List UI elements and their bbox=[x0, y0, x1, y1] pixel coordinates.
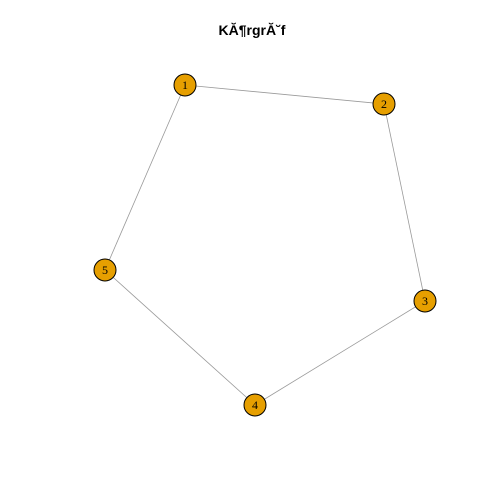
node-4: 4 bbox=[243, 393, 267, 417]
node-circle-1 bbox=[173, 73, 197, 97]
edge-4-5 bbox=[104, 269, 256, 406]
edge-3-4 bbox=[254, 300, 426, 406]
node-label-3: 3 bbox=[422, 294, 428, 308]
node-label-2: 2 bbox=[381, 97, 387, 111]
edge-5-1 bbox=[104, 84, 186, 271]
node-label-1: 1 bbox=[182, 78, 188, 92]
node-circle-4 bbox=[243, 393, 267, 417]
node-layer: 1 2 3 4 5 bbox=[93, 73, 437, 417]
graph-title: KĂ¶rgrĂ˘f bbox=[218, 22, 286, 38]
node-label-5: 5 bbox=[102, 263, 108, 277]
node-5: 5 bbox=[93, 258, 117, 282]
node-1: 1 bbox=[173, 73, 197, 97]
edge-2-3 bbox=[383, 103, 426, 302]
node-circle-5 bbox=[93, 258, 117, 282]
edge-1-2 bbox=[184, 84, 385, 105]
node-3: 3 bbox=[413, 289, 437, 313]
node-label-4: 4 bbox=[252, 398, 258, 412]
node-2: 2 bbox=[372, 92, 396, 116]
node-circle-3 bbox=[413, 289, 437, 313]
node-circle-2 bbox=[372, 92, 396, 116]
edge-layer bbox=[104, 84, 426, 406]
